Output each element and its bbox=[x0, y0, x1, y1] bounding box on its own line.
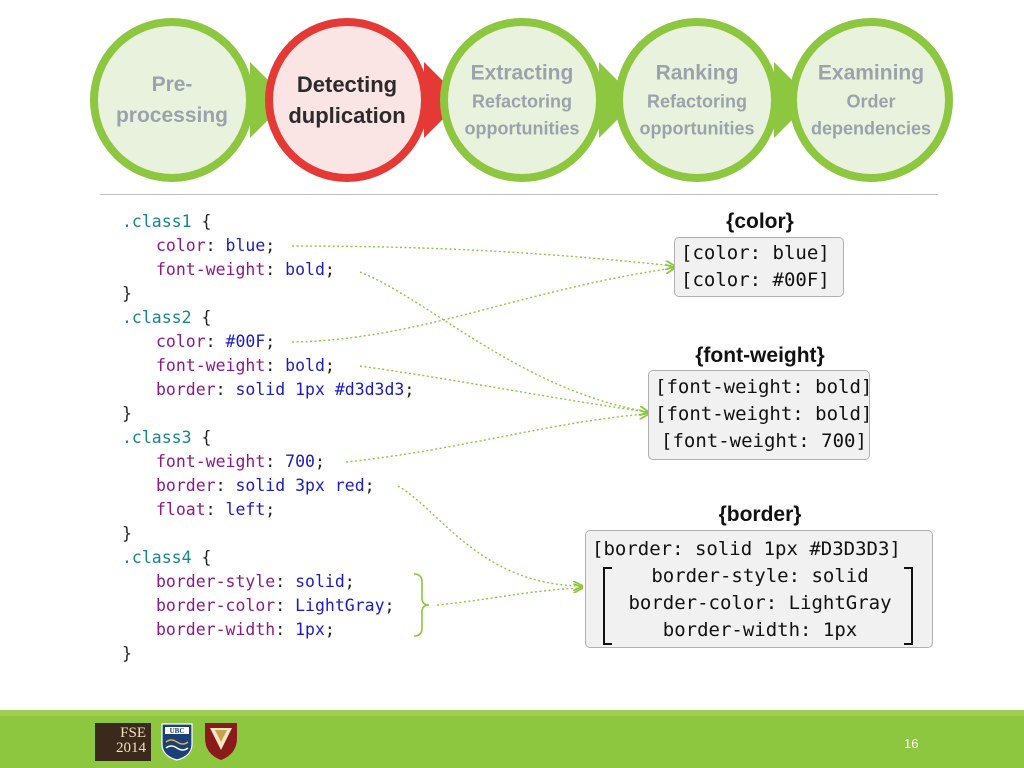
stage-label-line1: Detecting bbox=[296, 72, 398, 97]
page-number: 16 bbox=[904, 736, 919, 751]
group-title-font-weight: {font-weight} bbox=[695, 344, 825, 367]
curly-brace-icon bbox=[413, 573, 430, 637]
group-item: [color: #00F] bbox=[681, 269, 830, 291]
stage-label-line3: opportunities bbox=[639, 118, 755, 139]
stage-ranking-refactoring: Ranking Refactoring opportunities bbox=[615, 18, 779, 182]
left-bracket-icon bbox=[603, 567, 612, 645]
code-line: float: left; bbox=[156, 500, 276, 519]
connector-class4-border bbox=[436, 588, 582, 606]
stage-examining-order: Examining Order dependencies bbox=[789, 18, 953, 182]
stage-label-line1: Examining bbox=[817, 61, 925, 85]
group-box-color: [color: blue] [color: #00F] bbox=[674, 237, 844, 297]
code-line: color: blue; bbox=[156, 236, 276, 255]
code-line: .class3 { bbox=[122, 428, 212, 447]
logo-text: 2014 bbox=[116, 740, 146, 756]
shield-logo-icon bbox=[205, 723, 237, 760]
connector-class3-border bbox=[397, 485, 582, 586]
right-bracket-icon bbox=[904, 567, 913, 645]
connector-class1-fontweight bbox=[359, 271, 648, 412]
stage-extracting-refactoring: Extracting Refactoring opportunities bbox=[440, 18, 604, 182]
group-item: border-width: 1px bbox=[662, 619, 858, 641]
code-line: } bbox=[122, 404, 132, 423]
group-item: [color: blue] bbox=[681, 242, 830, 264]
stage-label-line2: duplication bbox=[288, 103, 406, 128]
group-item: [font-weight: bold] bbox=[655, 376, 873, 398]
code-line: border: solid 3px red; bbox=[156, 476, 375, 495]
code-line: border: solid 1px #d3d3d3; bbox=[156, 380, 415, 399]
group-box-border: [border: solid 1px #D3D3D3] border-style… bbox=[585, 530, 933, 648]
group-item: [border: solid 1px #D3D3D3] bbox=[592, 538, 901, 560]
code-line: font-weight: bold; bbox=[156, 260, 335, 279]
footer-accent bbox=[0, 710, 1024, 716]
code-line: border-color: LightGray; bbox=[156, 596, 395, 615]
code-line: color: #00F; bbox=[156, 332, 276, 351]
stage-label-line2: Refactoring bbox=[471, 91, 572, 112]
footer-band bbox=[0, 710, 1024, 768]
ubc-logo: UBC bbox=[161, 723, 193, 761]
connector-class3-fontweight bbox=[345, 414, 648, 463]
group-title-border: {border} bbox=[718, 503, 802, 526]
code-line: font-weight: 700; bbox=[156, 452, 325, 471]
stage-label-line2: processing bbox=[115, 104, 229, 127]
stage-label-line3: dependencies bbox=[810, 118, 932, 139]
stage-label-line1: Pre- bbox=[151, 73, 193, 96]
group-box-font-weight: [font-weight: bold] [font-weight: bold] … bbox=[648, 370, 873, 460]
group-item: [font-weight: bold] bbox=[655, 403, 873, 425]
code-line: .class2 { bbox=[122, 308, 212, 327]
stage-label-line3: opportunities bbox=[464, 118, 580, 139]
fse-2014-logo: FSE 2014 bbox=[95, 723, 151, 761]
stage-label-line2: Refactoring bbox=[646, 91, 747, 112]
stage-label-line1: Extracting bbox=[470, 61, 574, 85]
group-title-color: {color} bbox=[726, 210, 794, 233]
connector-class1-color bbox=[291, 245, 674, 266]
code-line: font-weight: bold; bbox=[156, 356, 335, 375]
code-line: .class1 { bbox=[122, 212, 212, 231]
logo-text: UBC bbox=[170, 727, 185, 735]
stage-label-line1: Ranking bbox=[655, 61, 739, 85]
stage-preprocessing: Pre- processing bbox=[90, 18, 254, 182]
group-item: border-color: LightGray bbox=[628, 592, 892, 614]
code-line: } bbox=[122, 284, 132, 303]
group-item: [font-weight: 700] bbox=[661, 430, 867, 452]
stage-label-line2: Order bbox=[846, 91, 896, 112]
divider bbox=[100, 194, 938, 195]
connector-class2-fontweight bbox=[359, 365, 648, 412]
code-line: } bbox=[122, 644, 132, 663]
stage-detecting-duplication: Detecting duplication bbox=[265, 18, 429, 182]
code-line: border-width: 1px; bbox=[156, 620, 335, 639]
group-item: border-style: solid bbox=[651, 565, 869, 587]
group-item-shorthand-set: border-style: solid border-color: LightG… bbox=[592, 563, 928, 645]
code-line: .class4 { bbox=[122, 548, 212, 567]
code-line: border-style: solid; bbox=[156, 572, 355, 591]
css-code-listing: .class1 { color: blue; font-weight: bold… bbox=[122, 210, 414, 666]
process-pipeline: Pre- processing Detecting duplication Ex… bbox=[0, 0, 1024, 190]
connector-class2-color bbox=[291, 268, 674, 343]
code-line: } bbox=[122, 524, 132, 543]
logo-text: FSE bbox=[120, 725, 146, 741]
